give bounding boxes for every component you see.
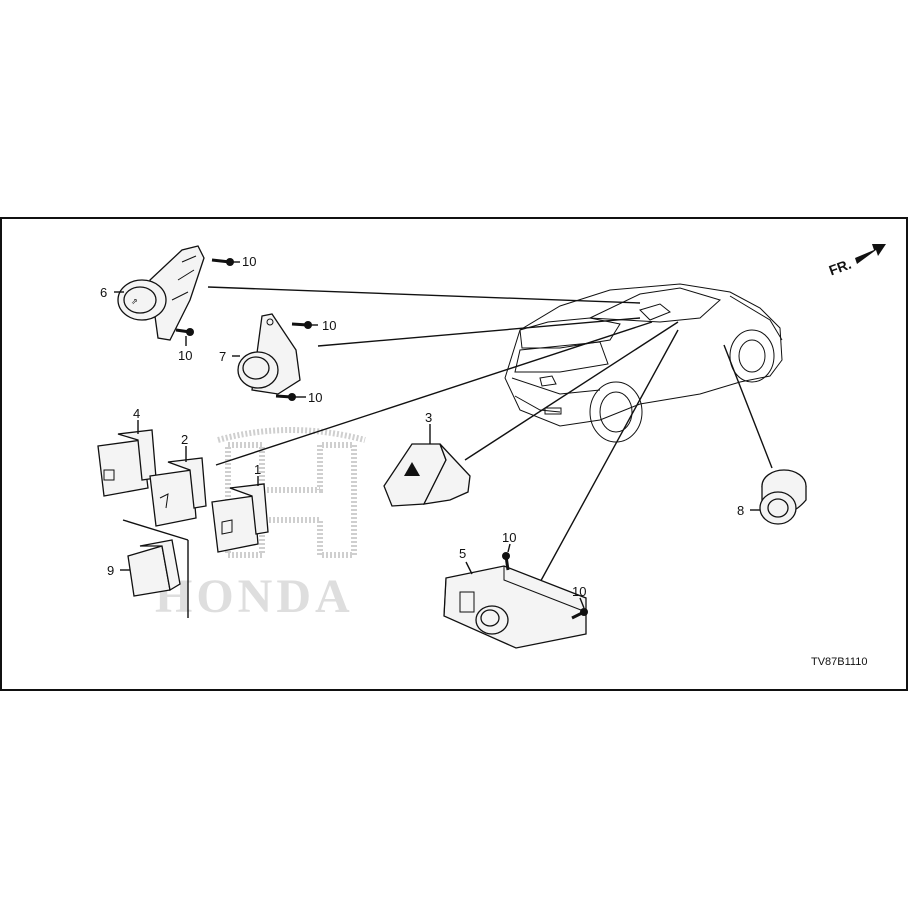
callout-7: 7 [219,349,226,364]
callout-10-c: 10 [322,318,336,333]
part-8-socket[interactable] [759,469,807,525]
callout-10-d: 10 [308,390,322,405]
part-3-hazard-switch[interactable] [383,443,471,507]
part-5-switch-panel[interactable] [443,565,587,649]
callout-5: 5 [459,546,466,561]
callout-6: 6 [100,285,107,300]
callout-leaders [114,261,760,609]
callout-3: 3 [425,410,432,425]
callout-labels: 1 2 3 4 5 6 7 8 9 10 10 10 10 10 10 [100,254,744,599]
watermark-text: HONDA [155,570,354,623]
part-4-switch[interactable] [97,429,157,497]
screw-icon [175,328,194,336]
callout-10-b: 10 [178,348,192,363]
vehicle-illustration [504,283,783,443]
callout-2: 2 [181,432,188,447]
screw-icon [275,393,296,401]
start-icon: ⇗ [131,297,138,306]
callout-10-a: 10 [242,254,256,269]
part-2-switch[interactable] [149,457,207,527]
callout-10-f: 10 [572,584,586,599]
diagram-code: TV87B1110 [811,656,867,668]
front-direction-label: FR. [827,256,854,279]
leader-lines [122,286,773,618]
front-direction-indicator: FR. [827,244,886,279]
front-arrow-icon [855,244,886,264]
screw-icon [502,552,510,571]
part-9-blank-cover[interactable] [127,539,181,597]
screw-icon [211,258,234,266]
callout-9: 9 [107,563,114,578]
part-1-switch[interactable] [211,483,269,553]
callout-8: 8 [737,503,744,518]
callout-1: 1 [254,462,261,477]
screws [175,258,588,620]
screw-icon [571,608,588,620]
callout-10-e: 10 [502,530,516,545]
callout-4: 4 [133,406,140,421]
hazard-triangle-icon [404,462,420,476]
part-7-switch-assembly[interactable] [237,313,301,395]
part-6-engine-start-switch[interactable]: ⇗ [117,245,205,341]
switch-icon [103,469,115,481]
